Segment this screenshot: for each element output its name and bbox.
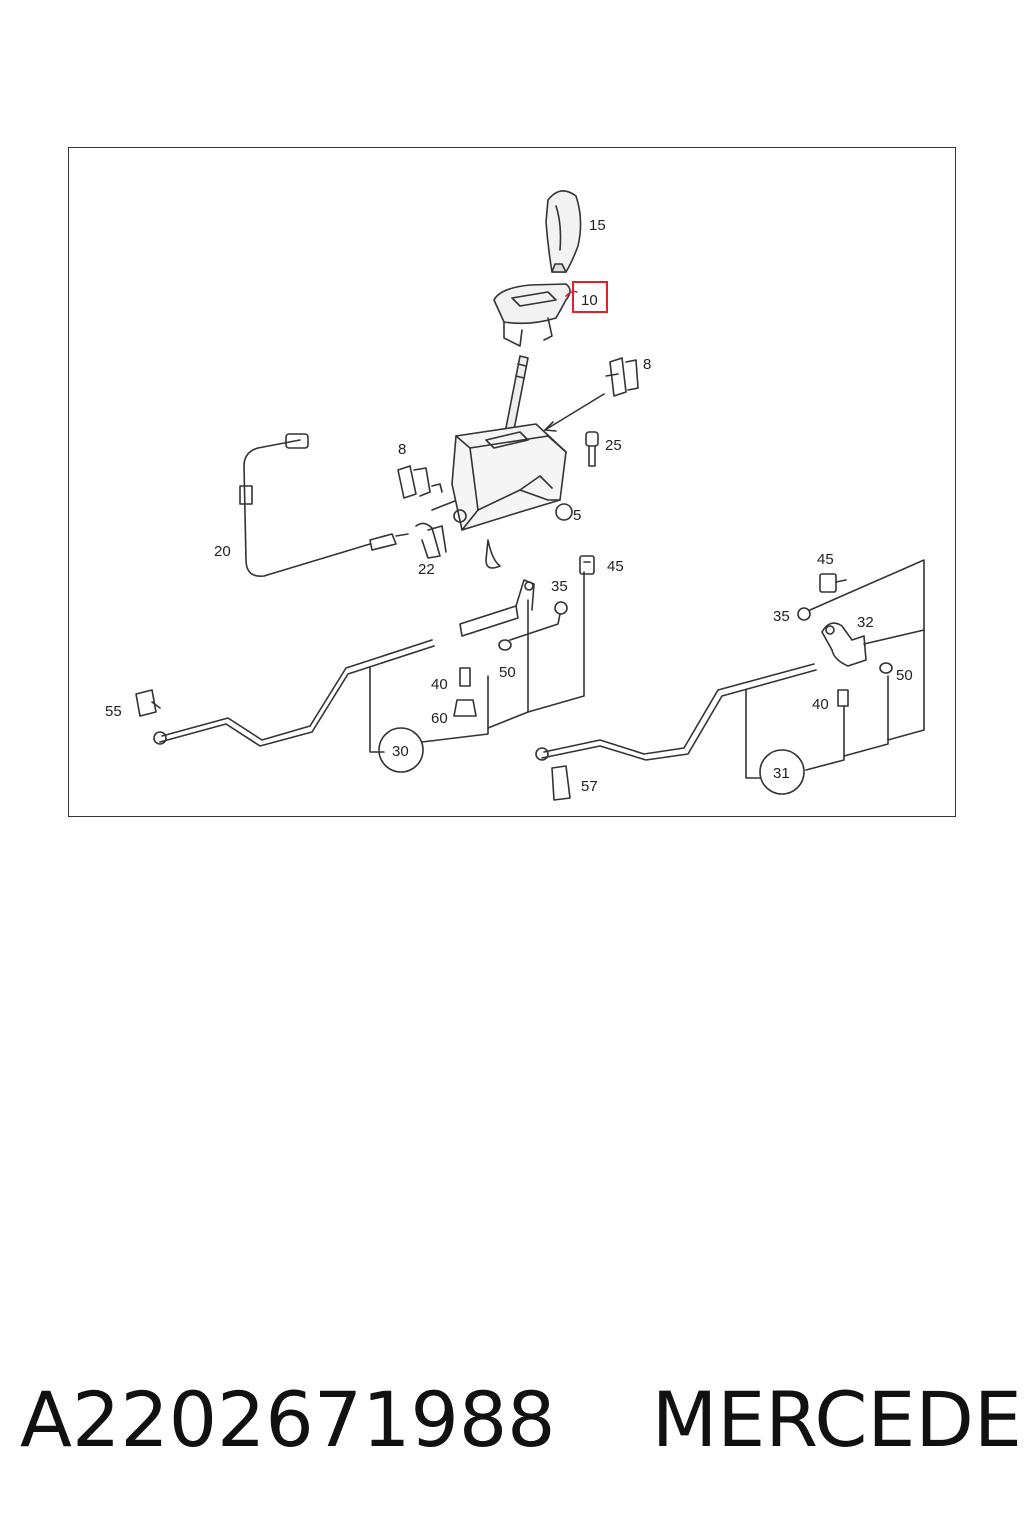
retaining-clip-part <box>415 522 447 559</box>
nut-clip-left-part <box>579 555 595 575</box>
callout-label: 32 <box>857 614 874 631</box>
callout-label: 8 <box>643 356 651 373</box>
nut-clip-right-part <box>819 573 847 593</box>
exploded-parts-diagram: 15 10 8 8 25 5 20 22 45 35 50 40 60 55 3… <box>105 190 925 801</box>
lever-bracket-part <box>459 579 568 637</box>
bracket-55-part <box>135 689 161 717</box>
callout-label: 35 <box>551 578 568 595</box>
callout-label: 40 <box>812 696 829 713</box>
clip-left-part <box>397 465 443 499</box>
brand-name: MERCEDES <box>651 1375 1024 1464</box>
fasteners-part <box>453 667 477 717</box>
cable-part <box>239 433 409 577</box>
diagram-frame <box>68 147 956 817</box>
callout-label: 25 <box>605 437 622 454</box>
callout-label: 8 <box>398 441 406 458</box>
shift-rod-left <box>161 639 433 741</box>
callout-label: 57 <box>581 778 598 795</box>
shifter-housing-part <box>451 423 573 569</box>
callout-label: 31 <box>773 765 790 782</box>
shift-rod-right <box>543 663 815 755</box>
leader-arrow <box>544 393 605 431</box>
shift-gate-cover-part <box>493 283 578 347</box>
callout-label: 15 <box>589 217 606 234</box>
callout-label: 60 <box>431 710 448 727</box>
callout-label: 20 <box>214 543 231 560</box>
callout-label: 40 <box>431 676 448 693</box>
clip-57-part <box>551 765 571 801</box>
caption: A2202671988 MERCEDES <box>20 1370 1024 1470</box>
callout-labels: 15 10 8 8 25 5 20 22 45 35 50 40 60 55 3… <box>105 217 913 795</box>
callout-label: 50 <box>499 664 516 681</box>
callout-label: 35 <box>773 608 790 625</box>
bushing-part <box>498 639 512 651</box>
gear-knob-part <box>545 190 582 273</box>
callout-label: 22 <box>418 561 435 578</box>
callout-label: 30 <box>392 743 409 760</box>
callout-label: 50 <box>896 667 913 684</box>
sensor-bolt-part <box>585 431 599 467</box>
callout-label: 55 <box>105 703 122 720</box>
part-number: A2202671988 <box>20 1375 556 1464</box>
callout-label-highlighted: 10 <box>581 292 598 309</box>
highlight-box <box>572 281 608 313</box>
callout-label: 5 <box>573 507 581 524</box>
callout-label: 45 <box>607 558 624 575</box>
clip-right-part <box>605 357 639 397</box>
callout-label: 45 <box>817 551 834 568</box>
lever-32-part <box>821 622 867 667</box>
